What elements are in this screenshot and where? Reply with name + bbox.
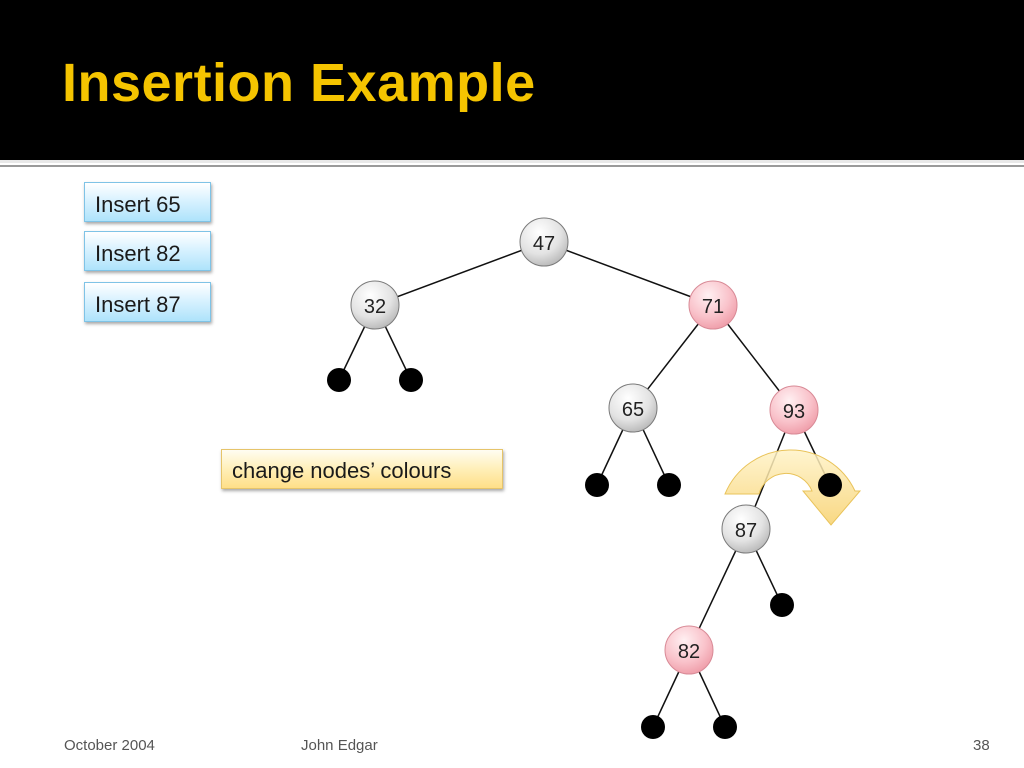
rotation-arrow-icon [724,449,862,526]
node-65: 65 [608,383,658,433]
insert-step-2: Insert 82 [84,231,211,271]
nil-leaves [327,368,842,739]
insert-step-3: Insert 87 [84,282,211,322]
node-93-label: 93 [783,401,805,423]
nil-leaf [327,368,351,392]
node-82: 82 [664,625,714,675]
divider-light [0,160,1024,163]
node-47-label: 47 [533,233,555,255]
node-32: 32 [350,280,400,330]
edge-47-71 [543,241,714,306]
nil-leaf [641,715,665,739]
node-71-label: 71 [702,296,724,318]
node-93: 93 [769,385,819,435]
node-47: 47 [519,217,569,267]
nil-leaf [585,473,609,497]
insert-step-1: Insert 65 [84,182,211,222]
nil-leaf [399,368,423,392]
nil-leaf [818,473,842,497]
node-82-label: 82 [678,641,700,663]
nil-leaf [713,715,737,739]
footer-date: October 2004 [64,737,155,754]
node-71: 71 [688,280,738,330]
nil-leaf [770,593,794,617]
node-87: 87 [721,504,771,554]
nil-leaf [657,473,681,497]
edge-47-32 [374,241,545,306]
footer-page-number: 38 [973,737,990,754]
change-colours-note: change nodes’ colours [221,449,503,489]
node-32-label: 32 [364,296,386,318]
slide-title: Insertion Example [62,53,536,113]
node-87-label: 87 [735,520,757,542]
title-bar: Insertion Example [0,0,1024,160]
footer-author: John Edgar [301,737,378,754]
node-65-label: 65 [622,399,644,421]
divider-gray [0,165,1024,167]
